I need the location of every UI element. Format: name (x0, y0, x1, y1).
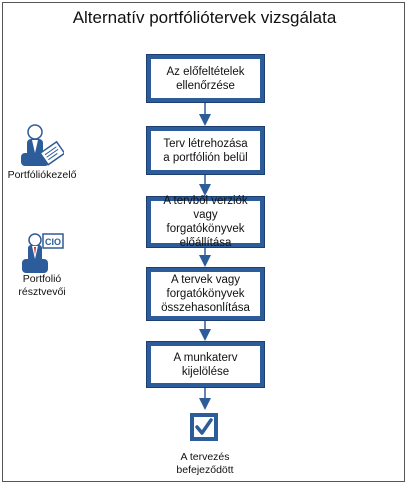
role-label-portfolio-participants: Portfolió résztvevői (18, 273, 66, 298)
step-box-3: A tervből verziók vagy forgatókönyvek el… (147, 195, 264, 249)
cio-person-icon: CIO (22, 233, 64, 273)
end-label: A tervezés befejeződött (176, 451, 234, 476)
checkbox-checked-icon (190, 413, 218, 441)
step-label-2: Terv létrehozása a portfólión belül (151, 131, 260, 170)
step-label-1: Az előfeltételek ellenőrzése (151, 59, 260, 98)
step-box-2: Terv létrehozása a portfólión belül (147, 127, 264, 174)
step-box-1: Az előfeltételek ellenőrzése (147, 55, 264, 102)
step-box-4: A tervek vagy forgatókönyvek összehasonl… (147, 268, 264, 320)
step-label-5: A munkaterv kijelölése (151, 346, 260, 383)
step-label-4: A tervek vagy forgatókönyvek összehasonl… (151, 272, 260, 316)
diagram-title: Alternatív portfóliótervek vizsgálata (72, 8, 337, 27)
cio-badge: CIO (45, 237, 61, 247)
step-box-5: A munkaterv kijelölése (147, 342, 264, 387)
portfolio-manager-icon (21, 124, 64, 166)
role-label-portfolio-manager: Portfóliókezelő (7, 169, 77, 181)
